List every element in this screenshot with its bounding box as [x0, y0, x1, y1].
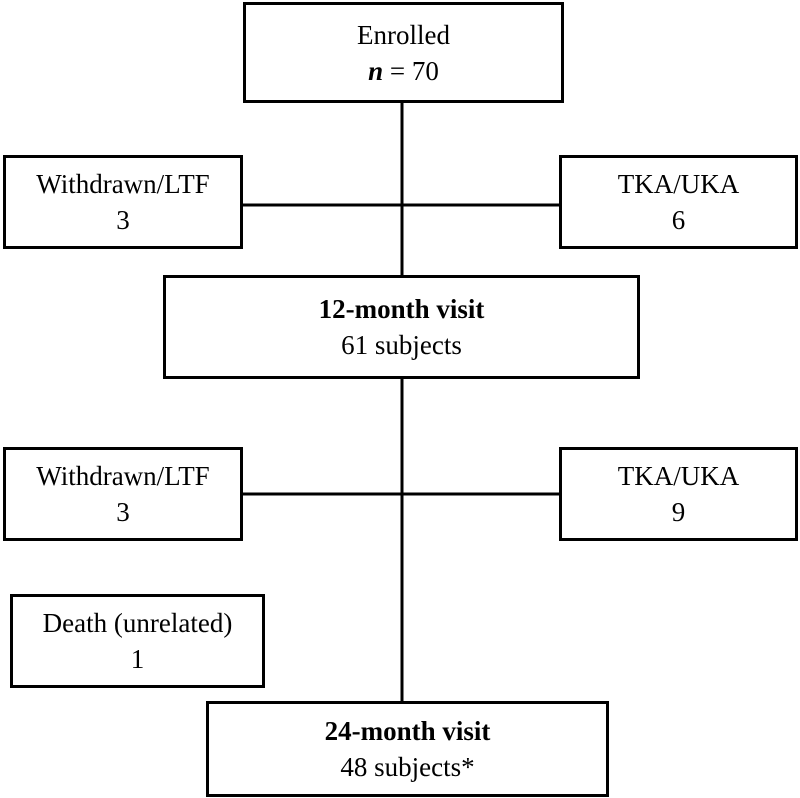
visit-24-subjects: 48 subjects*: [340, 752, 475, 782]
withdrawn-label: Withdrawn/LTF: [36, 169, 210, 199]
n-symbol: n: [368, 55, 384, 86]
withdrawn-ltf-24m-box: Withdrawn/LTF 3: [3, 447, 243, 541]
enrolled-count: n = 70: [368, 53, 439, 89]
n-value: = 70: [383, 55, 439, 86]
tka-uka-12m-box: TKA/UKA 6: [559, 155, 798, 249]
withdrawn-label: Withdrawn/LTF: [36, 461, 210, 491]
visit-12-month-box: 12-month visit 61 subjects: [163, 275, 640, 379]
enrolled-box: Enrolled n = 70: [243, 2, 564, 103]
withdrawn-count: 3: [116, 205, 130, 235]
withdrawn-count: 3: [116, 497, 130, 527]
visit-12-title: 12-month visit: [318, 294, 485, 324]
tka-uka-label: TKA/UKA: [617, 169, 740, 199]
tka-uka-count: 9: [671, 497, 686, 527]
death-label: Death (unrelated): [42, 608, 233, 638]
withdrawn-ltf-12m-box: Withdrawn/LTF 3: [3, 155, 243, 249]
death-unrelated-box: Death (unrelated) 1: [10, 594, 265, 688]
tka-uka-count: 6: [671, 205, 686, 235]
visit-24-month-box: 24-month visit 48 subjects*: [206, 701, 609, 797]
tka-uka-label: TKA/UKA: [617, 461, 740, 491]
death-count: 1: [130, 644, 145, 674]
visit-12-subjects: 61 subjects: [341, 330, 462, 360]
visit-24-title: 24-month visit: [324, 716, 491, 746]
tka-uka-24m-box: TKA/UKA 9: [559, 447, 798, 541]
enrolled-title: Enrolled: [357, 19, 450, 50]
